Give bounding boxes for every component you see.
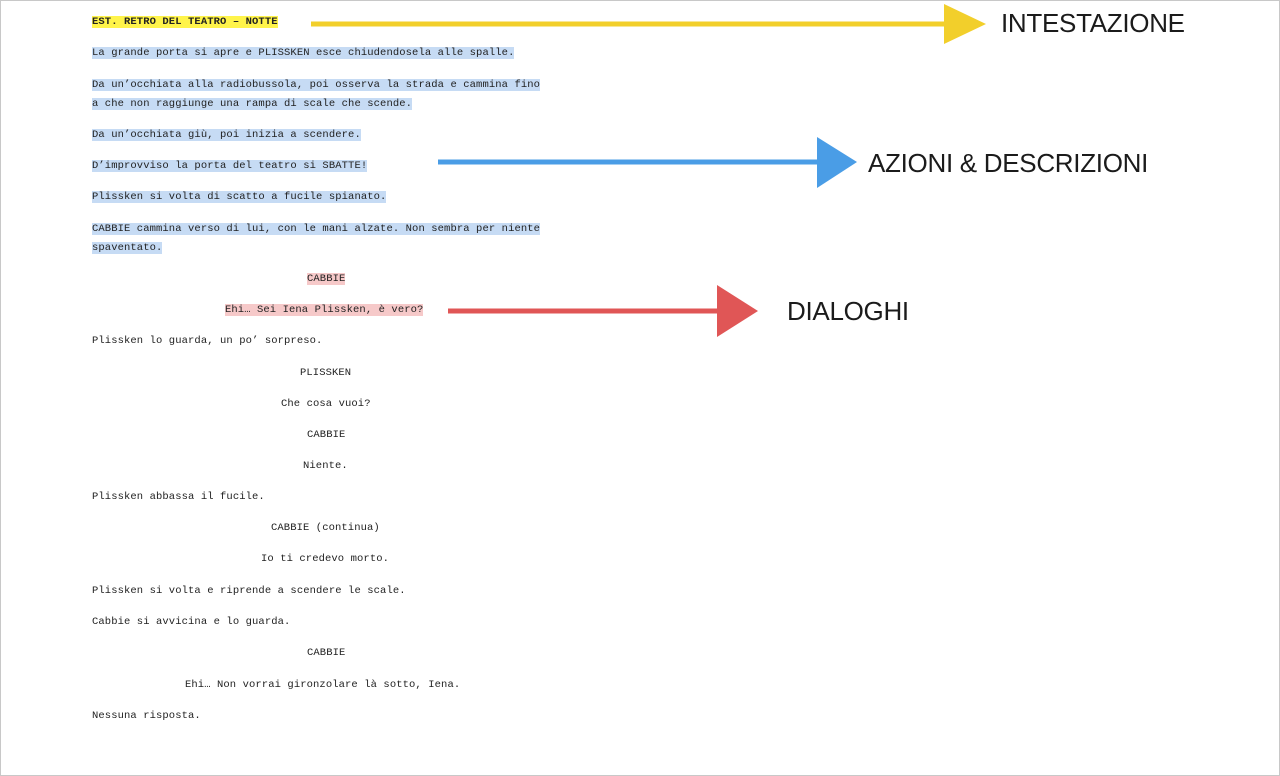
action-line: La grande porta si apre e PLISSKEN esce … [92,47,515,59]
action-line: Plissken abbassa il fucile. [92,491,265,503]
actions-arrow-icon [438,137,857,188]
action-line: D’improvviso la porta del teatro si SBAT… [92,160,368,172]
dialogue-text: Niente. [303,460,348,472]
dialogue-text: Ehi… Non vorrai gironzolare là sotto, Ie… [185,679,461,691]
action-line: Plissken si volta di scatto a fucile spi… [92,191,387,203]
dialogue-character: CABBIE [307,273,346,285]
action-line: Plissken si volta e riprende a scendere … [92,585,406,597]
dialogue-text: Io ti credevo morto. [261,553,390,565]
action-line: Cabbie si avvicina e lo guarda. [92,616,291,628]
action-line: spaventato. [92,242,163,254]
action-line: Nessuna risposta. [92,710,201,722]
action-line: Da un’occhiata alla radiobussola, poi os… [92,79,541,91]
action-line: CABBIE cammina verso di lui, con le mani… [92,223,541,235]
heading-arrow-icon [311,4,986,44]
dialogue-line: Ehi… Sei Iena Plissken, è vero? [225,304,424,316]
action-line: Plissken lo guarda, un po’ sorpreso. [92,335,323,347]
character-name: CABBIE [307,429,346,441]
scene-heading: EST. RETRO DEL TEATRO – NOTTE [92,16,278,28]
actions-annotation-label: AZIONI & DESCRIZIONI [868,148,1149,178]
character-name: CABBIE (continua) [271,522,380,534]
dialogue-text: Che cosa vuoi? [281,398,371,410]
action-line: Da un’occhiata giù, poi inizia a scender… [92,129,361,141]
action-line: a che non raggiunge una rampa di scale c… [92,98,413,110]
heading-annotation-label: INTESTAZIONE [1001,8,1185,38]
character-name: CABBIE [307,647,346,659]
dialogue-annotation-label: DIALOGHI [787,296,909,326]
dialogue-arrow-icon [448,285,758,337]
character-name: PLISSKEN [300,367,352,379]
